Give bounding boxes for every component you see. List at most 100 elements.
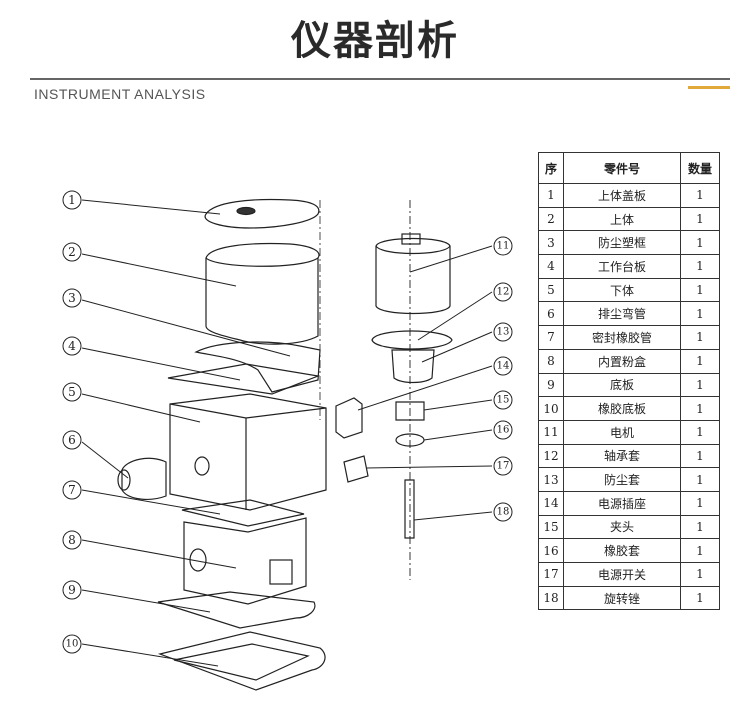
row-no: 14 (538, 490, 564, 516)
row-no: 13 (538, 467, 564, 492)
row-qty: 1 (680, 514, 720, 540)
row-no: 7 (538, 325, 564, 350)
power-switch (343, 455, 369, 483)
callout-14: 14 (497, 361, 510, 372)
callout-12: 12 (497, 287, 510, 298)
row-no: 9 (538, 372, 564, 398)
rubber-base (157, 631, 326, 691)
callout-7: 7 (68, 483, 76, 497)
rotary-file (404, 479, 415, 539)
row-no: 16 (538, 538, 564, 563)
chuck (395, 401, 425, 421)
callout-6: 6 (68, 433, 76, 447)
row-name: 底板 (563, 372, 681, 398)
callout-5: 5 (68, 385, 76, 399)
row-qty: 1 (680, 372, 720, 398)
row-qty: 1 (680, 277, 720, 303)
row-no: 3 (538, 230, 564, 256)
top-cover-plate (204, 198, 320, 229)
exhaust-elbow (121, 457, 167, 500)
row-qty: 1 (680, 230, 720, 256)
row-name: 橡胶套 (563, 538, 681, 563)
row-qty: 1 (680, 301, 720, 327)
row-qty: 1 (680, 183, 720, 208)
row-no: 11 (538, 419, 564, 445)
row-no: 5 (538, 277, 564, 303)
row-no: 6 (538, 301, 564, 327)
row-name: 轴承套 (563, 443, 681, 469)
row-qty: 1 (680, 254, 720, 279)
row-name: 上体盖板 (563, 183, 681, 208)
lower-body (169, 393, 327, 511)
accent-bar (688, 86, 730, 89)
parts-table-header: 序 零件号 数量 (538, 152, 720, 184)
row-no: 18 (538, 585, 564, 611)
header-no: 序 (538, 152, 564, 184)
dust-cover (391, 349, 435, 384)
row-no: 17 (538, 562, 564, 587)
callout-15: 15 (497, 395, 510, 406)
page-subtitle: INSTRUMENT ANALYSIS (34, 86, 206, 102)
callout-16: 16 (497, 425, 510, 436)
row-name: 工作台板 (563, 254, 681, 279)
row-qty: 1 (680, 490, 720, 516)
power-socket (335, 397, 363, 439)
row-qty: 1 (680, 585, 720, 611)
row-qty: 1 (680, 419, 720, 445)
row-no: 15 (538, 514, 564, 540)
row-name: 排尘弯管 (563, 301, 681, 327)
seal-tube (181, 499, 305, 527)
row-qty: 1 (680, 348, 720, 374)
callout-10: 10 (66, 639, 79, 650)
row-name: 橡胶底板 (563, 396, 681, 421)
callout-3: 3 (68, 291, 76, 305)
callout-2: 2 (68, 245, 76, 259)
powder-box (183, 517, 307, 605)
row-qty: 1 (680, 562, 720, 587)
callout-8: 8 (68, 533, 76, 547)
callout-4: 4 (68, 339, 76, 353)
callout-9: 9 (68, 583, 76, 597)
row-name: 内置粉盒 (563, 348, 681, 374)
row-qty: 1 (680, 396, 720, 421)
row-name: 电机 (563, 419, 681, 445)
row-no: 10 (538, 396, 564, 421)
callout-18: 18 (497, 507, 510, 518)
header-name: 零件号 (563, 152, 681, 184)
row-qty: 1 (680, 467, 720, 492)
row-name: 上体 (563, 206, 681, 232)
row-name: 电源插座 (563, 490, 681, 516)
motor (375, 237, 451, 315)
base-plate (157, 591, 316, 629)
header-divider (30, 78, 730, 80)
row-name: 夹头 (563, 514, 681, 540)
row-no: 1 (538, 183, 564, 208)
dust-frame (194, 341, 321, 393)
row-name: 下体 (563, 277, 681, 303)
row-name: 防尘套 (563, 467, 681, 492)
row-no: 12 (538, 443, 564, 469)
row-name: 电源开关 (563, 562, 681, 587)
row-name: 旋转锉 (563, 585, 681, 611)
row-qty: 1 (680, 538, 720, 563)
callout-11: 11 (497, 241, 510, 252)
row-qty: 1 (680, 325, 720, 350)
row-no: 2 (538, 206, 564, 232)
row-qty: 1 (680, 206, 720, 232)
row-no: 8 (538, 348, 564, 374)
